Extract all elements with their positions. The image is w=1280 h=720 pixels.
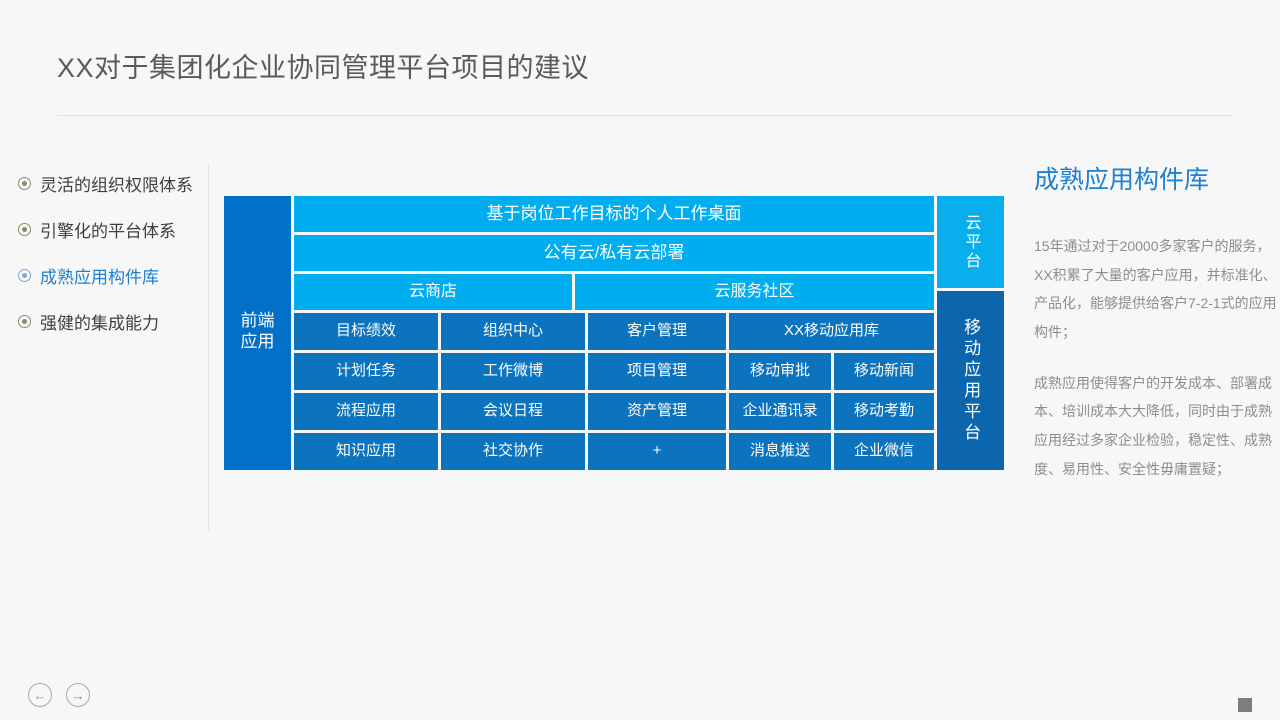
app-cell-1-4[interactable]: 移动新闻 xyxy=(834,353,934,390)
diagram-mobile-platform-bar: 移动应用平台 xyxy=(937,291,1004,470)
app-grid-row-1: 计划任务 工作微博 项目管理 移动审批 移动新闻 xyxy=(294,353,934,390)
sidebar-item-2[interactable]: 成熟应用构件库 xyxy=(0,252,208,298)
architecture-diagram: 前端 应用 基于岗位工作目标的个人工作桌面 公有云/私有云部署 云商店 云服务社… xyxy=(224,196,1004,470)
page-title: XX对于集团化企业协同管理平台项目的建议 xyxy=(57,53,590,83)
app-cell-3-4[interactable]: 企业微信 xyxy=(834,433,934,470)
app-grid-row-3: 知识应用 社交协作 + 消息推送 企业微信 xyxy=(294,433,934,470)
bullet-icon xyxy=(18,314,31,328)
app-cell-2-1[interactable]: 会议日程 xyxy=(441,393,585,430)
diagram-right-stack: 云平台 移动应用平台 xyxy=(937,196,1004,470)
app-cell-2-3[interactable]: 企业通讯录 xyxy=(729,393,831,430)
app-grid-row-0: 目标绩效 组织中心 客户管理 XX移动应用库 xyxy=(294,313,934,350)
title-divider xyxy=(57,115,1232,116)
info-paragraph-0: 15年通过对于20000多家客户的服务，XX积累了大量的客户应用，并标准化、产品… xyxy=(1034,238,1277,341)
diagram-store-row: 云商店 云服务社区 xyxy=(294,274,934,310)
sidebar-item-label: 灵活的组织权限体系 xyxy=(40,175,193,195)
sidebar-item-1[interactable]: 引擎化的平台体系 xyxy=(0,206,208,252)
front-end-label-line1: 前端 xyxy=(240,311,275,330)
diagram-cloud-community: 云服务社区 xyxy=(575,274,934,310)
diagram-front-end-bar: 前端 应用 xyxy=(224,196,291,470)
bullet-icon xyxy=(18,268,31,282)
app-cell-3-1[interactable]: 社交协作 xyxy=(441,433,585,470)
sidebar-item-3[interactable]: 强健的集成能力 xyxy=(0,298,208,344)
app-cell-3-3[interactable]: 消息推送 xyxy=(729,433,831,470)
diagram-desktop-bar: 基于岗位工作目标的个人工作桌面 xyxy=(294,196,934,232)
front-end-label-line2: 应用 xyxy=(240,332,275,352)
app-grid-row-2: 流程应用 会议日程 资产管理 企业通讯录 移动考勤 xyxy=(294,393,934,430)
info-heading: 成熟应用构件库 xyxy=(1034,166,1210,194)
sidebar-item-label: 引擎化的平台体系 xyxy=(40,221,176,241)
sidebar-item-label: 强健的集成能力 xyxy=(40,313,159,333)
app-cell-0-2[interactable]: 客户管理 xyxy=(588,313,726,350)
app-cell-3-0[interactable]: 知识应用 xyxy=(294,433,438,470)
diagram-mid-left: 公有云/私有云部署 云商店 云服务社区 目标绩效 组织中心 客户管理 XX移动应… xyxy=(294,235,934,470)
diagram-mid-row: 公有云/私有云部署 云商店 云服务社区 目标绩效 组织中心 客户管理 XX移动应… xyxy=(294,235,934,470)
corner-marker xyxy=(1238,698,1252,712)
app-cell-0-1[interactable]: 组织中心 xyxy=(441,313,585,350)
app-cell-0-3[interactable]: XX移动应用库 xyxy=(729,313,934,350)
app-cell-2-2[interactable]: 资产管理 xyxy=(588,393,726,430)
bullet-icon xyxy=(18,176,31,190)
diagram-cloud-deploy-bar: 公有云/私有云部署 xyxy=(294,235,934,271)
app-cell-add-button[interactable]: + xyxy=(588,433,726,470)
app-cell-2-4[interactable]: 移动考勤 xyxy=(834,393,934,430)
prev-arrow-icon[interactable]: ← xyxy=(28,683,52,707)
diagram-app-grid: 目标绩效 组织中心 客户管理 XX移动应用库 计划任务 工作微博 项目管理 移动… xyxy=(294,313,934,470)
diagram-cloud-shop: 云商店 xyxy=(294,274,572,310)
sidebar-divider xyxy=(208,163,209,531)
app-cell-1-3[interactable]: 移动审批 xyxy=(729,353,831,390)
app-cell-0-0[interactable]: 目标绩效 xyxy=(294,313,438,350)
info-panel: 成熟应用构件库 15年通过对于20000多家客户的服务，XX积累了大量的客户应用… xyxy=(1034,160,1280,506)
next-arrow-icon[interactable]: → xyxy=(66,683,90,707)
footer-navigation: ← → xyxy=(28,683,90,707)
sidebar-item-0[interactable]: 灵活的组织权限体系 xyxy=(0,160,208,206)
app-cell-1-0[interactable]: 计划任务 xyxy=(294,353,438,390)
diagram-cloud-platform-bar: 云平台 xyxy=(937,196,1004,288)
diagram-center-stack: 基于岗位工作目标的个人工作桌面 公有云/私有云部署 云商店 云服务社区 目标绩效… xyxy=(294,196,934,470)
sidebar: 灵活的组织权限体系 引擎化的平台体系 成熟应用构件库 强健的集成能力 xyxy=(0,160,208,344)
bullet-icon xyxy=(18,222,31,236)
app-cell-1-2[interactable]: 项目管理 xyxy=(588,353,726,390)
app-cell-2-0[interactable]: 流程应用 xyxy=(294,393,438,430)
app-cell-1-1[interactable]: 工作微博 xyxy=(441,353,585,390)
sidebar-item-label: 成熟应用构件库 xyxy=(40,267,159,287)
info-paragraph-1: 成熟应用使得客户的开发成本、部署成本、培训成本大大降低，同时由于成熟应用经过多家… xyxy=(1034,374,1272,477)
